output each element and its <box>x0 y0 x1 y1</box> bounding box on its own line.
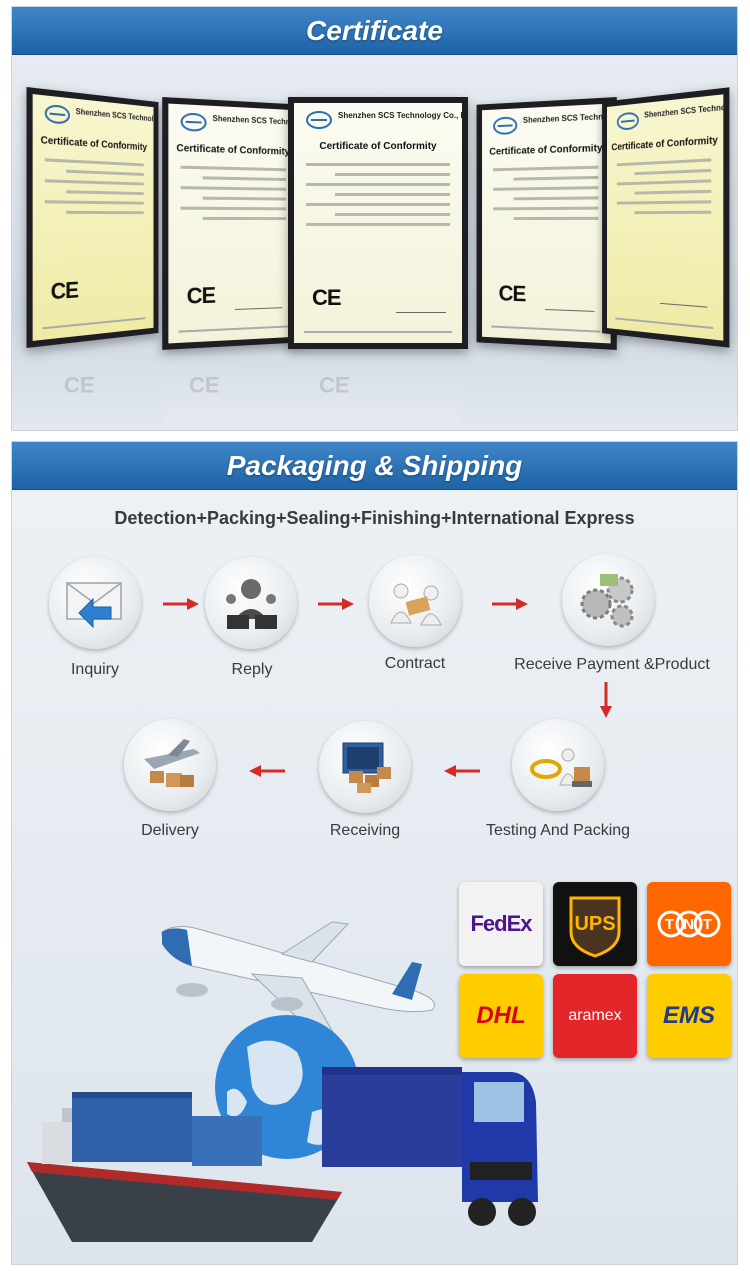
certificate-document: Shenzhen SCS Technology Co., LTD. Certif… <box>602 87 730 348</box>
airplane-icon <box>161 921 435 1035</box>
fedex-label: FedEx <box>470 911 532 936</box>
aramex-label: aramex <box>568 1007 622 1024</box>
ce-mark: CE <box>498 280 526 307</box>
certificate-title: Certificate of Conformity <box>40 134 148 154</box>
arrow-down-icon <box>600 682 612 718</box>
arrow-right-icon <box>492 598 528 610</box>
certificate-title: Certificate of Conformity <box>489 142 603 158</box>
call-center-icon <box>205 557 297 649</box>
certificate-gallery: Shenzhen SCS Technology Co., LTD. Certif… <box>12 55 737 430</box>
step-label-delivery: Delivery <box>141 822 199 839</box>
envelope-reply-icon <box>49 557 141 649</box>
certificate-issuer: Shenzhen SCS Technology Co., LTD. <box>75 106 154 127</box>
tape-measure-boxes-icon <box>512 719 604 811</box>
ce-mark: CE <box>186 282 216 309</box>
certificate-heading: Certificate <box>306 15 443 46</box>
dhl-label: DHL <box>476 1002 526 1029</box>
fedex-logo: FedEx <box>459 882 543 966</box>
truck-icon <box>322 1067 462 1167</box>
dhl-logo: DHL <box>459 974 543 1058</box>
transport-illustration <box>27 921 462 1242</box>
arrow-left-icon <box>249 765 285 777</box>
certificate-document: Shenzhen SCS Technology Co., LTD. Certif… <box>162 97 303 350</box>
arrow-right-icon <box>318 598 354 610</box>
ce-mark: CE <box>312 285 342 310</box>
airplane-boxes-icon <box>124 719 216 811</box>
certificate-issuer: Shenzhen SCS Technology Co., LTD. <box>644 97 724 120</box>
step-label-inquiry: Inquiry <box>70 661 120 678</box>
certificate-section: Certificate Shenzhen SCS Technology Co.,… <box>11 6 738 431</box>
certificate-issuer: Shenzhen SCS Technology Co., LTD. <box>212 113 297 129</box>
packaging-heading: Packaging & Shipping <box>226 450 523 481</box>
aramex-logo: aramex <box>553 974 637 1058</box>
ce-mark: CE <box>50 277 79 305</box>
arrow-right-icon <box>163 598 199 610</box>
certificate-issuer: Shenzhen SCS Technology Co., LTD. <box>338 111 462 120</box>
handshake-contract-icon <box>369 555 461 647</box>
cargo-ship-icon <box>27 1092 342 1242</box>
gears-money-icon <box>562 554 654 646</box>
certificate-issuer: Shenzhen SCS Technology Co., LTD. <box>522 109 611 125</box>
scs-logo-icon <box>44 103 71 125</box>
step-label-receive-payment: Receive Payment &Product <box>514 656 710 673</box>
ups-label: UPS <box>574 912 616 935</box>
container-boxes-icon <box>319 721 411 813</box>
tnt-label: TNT <box>664 915 722 933</box>
step-label-contract: Contract <box>384 655 446 672</box>
truck-cab-icon <box>462 1072 538 1226</box>
tnt-logo: TNT <box>647 882 731 966</box>
packaging-section: Packaging & Shipping Detection+Packing+S… <box>11 441 738 1265</box>
certificate-title: Certificate of Conformity <box>319 141 437 152</box>
step-label-reply: Reply <box>231 661 273 678</box>
packaging-header: Packaging & Shipping <box>12 442 737 490</box>
ups-logo: UPS <box>553 882 637 966</box>
certificate-title: Certificate of Conformity <box>611 134 718 154</box>
certificate-title: Certificate of Conformity <box>176 142 290 158</box>
scs-logo-icon <box>180 112 207 132</box>
certificate-document-center: Shenzhen SCS Technology Co., LTD. Certif… <box>288 97 468 349</box>
step-label-testing-packing: Testing And Packing <box>485 822 631 839</box>
scs-logo-icon <box>616 111 639 131</box>
arrow-left-icon <box>444 765 480 777</box>
step-label-receiving: Receiving <box>329 822 401 839</box>
ems-logo: EMS <box>647 974 731 1058</box>
certificate-document: Shenzhen SCS Technology Co., LTD. Certif… <box>476 97 617 350</box>
process-subtitle: Detection+Packing+Sealing+Finishing+Inte… <box>114 508 635 528</box>
scs-logo-icon <box>493 116 518 136</box>
scs-logo-icon <box>306 111 332 129</box>
certificate-header: Certificate <box>12 7 737 55</box>
certificate-document: Shenzhen SCS Technology Co., LTD. Certif… <box>26 87 159 348</box>
ems-label: EMS <box>662 1002 715 1029</box>
